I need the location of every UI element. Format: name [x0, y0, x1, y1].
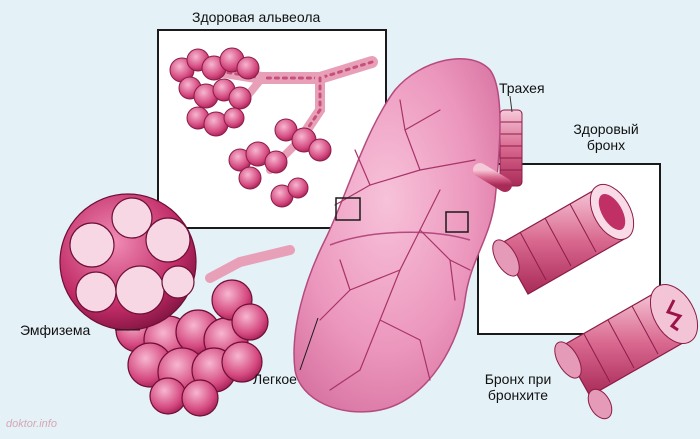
trachea-label: Трахея: [499, 80, 545, 96]
bronchitis-label: Бронх при бронхите: [468, 371, 568, 403]
healthy-bronchus-label: Здоровый бронх: [566, 121, 646, 153]
healthy-bronchus-label-line1: Здоровый: [566, 121, 646, 137]
emphysema-bronchiole: [210, 250, 290, 278]
bronchitis-label-line2: бронхите: [468, 387, 568, 403]
trachea-tube: [500, 96, 522, 186]
healthy-bronchus-label-line2: бронх: [566, 137, 646, 153]
lung-label: Легкое: [253, 371, 297, 387]
watermark: doktor.info: [6, 418, 57, 430]
bronchitis-label-line1: Бронх при: [468, 371, 568, 387]
healthy-alveolus-label: Здоровая альвеола: [192, 9, 320, 25]
emphysema-label: Эмфизема: [20, 322, 90, 338]
